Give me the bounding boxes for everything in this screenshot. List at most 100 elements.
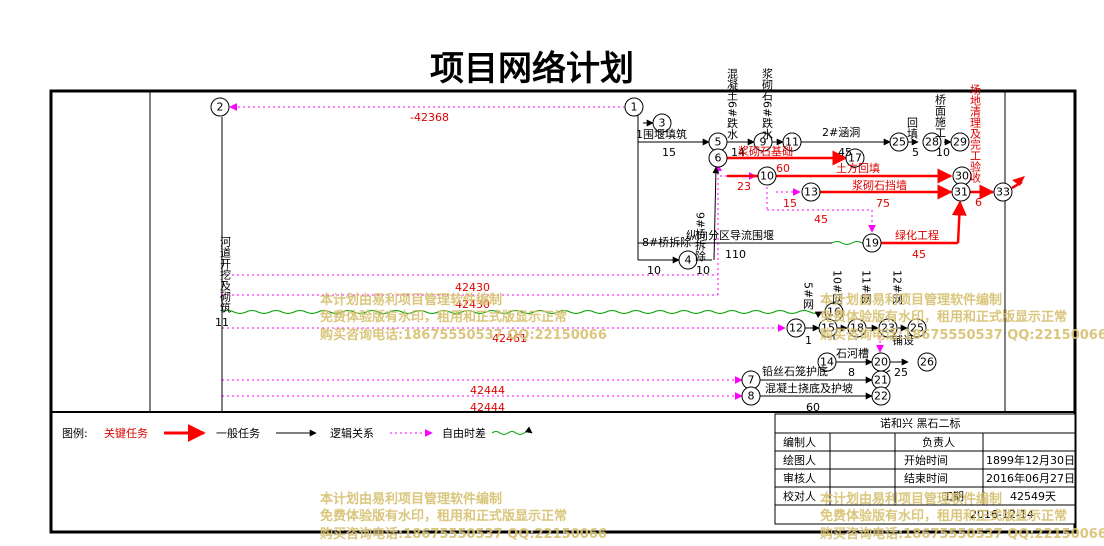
task-jiangqi6: 浆砌石6#跌水: [761, 67, 774, 140]
svg-text:30: 30: [955, 170, 969, 183]
node-6: 6: [708, 148, 728, 168]
svg-text:17: 17: [848, 152, 862, 165]
svg-text:1: 1: [631, 101, 638, 114]
svg-text:31: 31: [954, 186, 968, 199]
task-hunningtu6-duration: 14: [731, 146, 745, 159]
general-tasks: [221, 112, 952, 412]
node-9: 9: [753, 132, 773, 152]
wm3-line3: 购买咨询电话:18675550537 QQ:22150066: [320, 526, 607, 542]
node-13: 13: [801, 182, 821, 202]
wm1-line2: 免费体验版有水印，租用和正式版显示正常: [320, 309, 567, 325]
svg-text:25: 25: [892, 136, 906, 149]
task-hunningtu-hupo: 混凝土挠底及护坡: [765, 381, 853, 395]
node-26: 26: [917, 352, 937, 372]
task-labels: 河道开挖及砌筑 11 1围堰填筑 15 混凝土6#跌水 14 浆砌石6#跌水 2…: [215, 67, 982, 414]
wm3-line2: 免费体验版有水印，租用和正式版显示正常: [320, 508, 567, 524]
svg-text:19: 19: [865, 237, 879, 250]
task-jiangqi-jichu-duration: 60: [776, 162, 790, 175]
wm4-line2: 免费体验版有水印，租用和正式版显示正常: [820, 508, 1067, 524]
task-float-45: 45: [814, 213, 828, 226]
legend-critical: 关键任务: [104, 426, 148, 440]
legend-float: 自由时差: [442, 426, 486, 440]
info-project: 诺和兴 黑石二标: [880, 416, 961, 430]
svg-text:28: 28: [925, 136, 939, 149]
info-reviewer: 审核人: [783, 471, 816, 485]
svg-text:26: 26: [920, 356, 934, 369]
svg-text:20: 20: [874, 356, 888, 369]
wm1-line1: 本计划由易利项目管理软件编制: [320, 292, 502, 308]
task-hunningtu6: 混凝土6#跌水: [726, 68, 739, 140]
node-30: 31: [951, 182, 971, 202]
svg-text:3: 3: [659, 117, 666, 130]
task-qiansi-duration: 8: [848, 366, 855, 379]
info-end-label: 结束时间: [904, 472, 948, 485]
info-compiler: 编制人: [783, 435, 816, 449]
task-9chai: 9#桥拆除: [694, 212, 707, 261]
task-changdi: 场地清理及完工验收: [969, 83, 982, 184]
svg-text:10: 10: [760, 170, 774, 183]
info-start-label: 开始时间: [904, 453, 948, 467]
task-tonghan-duration: 45: [838, 146, 852, 159]
wm1-line3: 购买咨询电话:18675550537 QQ:22150066: [320, 327, 607, 343]
nodes: 2 1 3 5 6 9 11 25 28 29 17 10 30 13 31 3…: [210, 97, 1013, 406]
svg-text:16: 16: [827, 306, 841, 319]
svg-text:6: 6: [715, 152, 722, 165]
task-zong-duration: 110: [725, 248, 746, 261]
wm4-line1: 本计划由易利项目管理软件编制: [820, 491, 1002, 507]
svg-text:12: 12: [789, 322, 803, 335]
task-lvhua: 绿化工程: [895, 228, 939, 242]
svg-text:29: 29: [953, 136, 967, 149]
svg-text:9: 9: [760, 136, 767, 149]
task-tufang: 土方回填: [836, 161, 880, 175]
task-hunningtu-hupo-duration: 60: [806, 401, 820, 414]
legend-general: 一般任务: [216, 427, 260, 440]
task-12col: 12#网: [891, 270, 904, 305]
wm2-line3: 购买咨询电话:18675550537 QQ:22150066: [820, 327, 1104, 343]
task-10col: 10#网: [831, 270, 844, 305]
svg-text:21: 21: [874, 374, 888, 387]
svg-text:7: 7: [748, 374, 755, 387]
task-hedao-duration: 11: [215, 316, 229, 329]
finish-flag-icon: [1012, 176, 1025, 186]
node-7: 7: [741, 370, 761, 390]
svg-text:15: 15: [821, 322, 835, 335]
svg-text:33: 33: [996, 186, 1010, 199]
task-tonghan: 2#涵洞: [822, 125, 860, 139]
svg-text:14: 14: [820, 356, 834, 369]
node-25a: 25: [889, 132, 909, 152]
lag-42430b: 42430: [455, 298, 490, 311]
task-weiyan: 1围堰填筑: [636, 127, 687, 141]
svg-text:25: 25: [910, 322, 924, 335]
task-weiyan-duration: 15: [662, 146, 676, 159]
watermarks: 本计划由易利项目管理软件编制 免费体验版有水印，租用和正式版显示正常 购买咨询电…: [320, 292, 1104, 542]
task-tufang-duration: 23: [737, 180, 751, 193]
task-8chai-duration: 10: [647, 264, 661, 277]
info-table-text: 诺和兴 黑石二标 编制人 负责人 绘图人 开始时间 1899年12月30日 审核…: [783, 416, 1075, 521]
legend-float-line: [491, 426, 533, 435]
node-19: 19: [862, 233, 882, 253]
node-1: 1: [624, 97, 644, 117]
task-8chai: 8#桥拆除: [642, 235, 691, 249]
info-table: [774, 413, 1076, 525]
info-owner: 负责人: [922, 435, 955, 449]
node-11: 11: [782, 132, 802, 152]
node-18: 18: [847, 318, 867, 338]
node-27: 28: [922, 132, 942, 152]
info-duration-value: 42549天: [1010, 490, 1056, 503]
logic-relations: [222, 103, 884, 400]
task-lvhua-duration: 45: [912, 248, 926, 261]
legend-label: 图例:: [62, 426, 88, 440]
info-start-value: 1899年12月30日: [986, 453, 1075, 467]
svg-text:11: 11: [785, 136, 799, 149]
task-5col-duration: 1: [805, 334, 812, 347]
svg-text:2: 2: [217, 101, 224, 114]
wm3-line1: 本计划由易利项目管理软件编制: [320, 491, 502, 507]
task-changdi-duration: 6: [975, 196, 982, 209]
task-9chai-duration: 10: [696, 264, 710, 277]
node-5: 5: [708, 132, 728, 152]
node-22: 22: [871, 386, 891, 406]
node-31: 33: [993, 182, 1013, 202]
svg-text:4: 4: [685, 254, 692, 267]
